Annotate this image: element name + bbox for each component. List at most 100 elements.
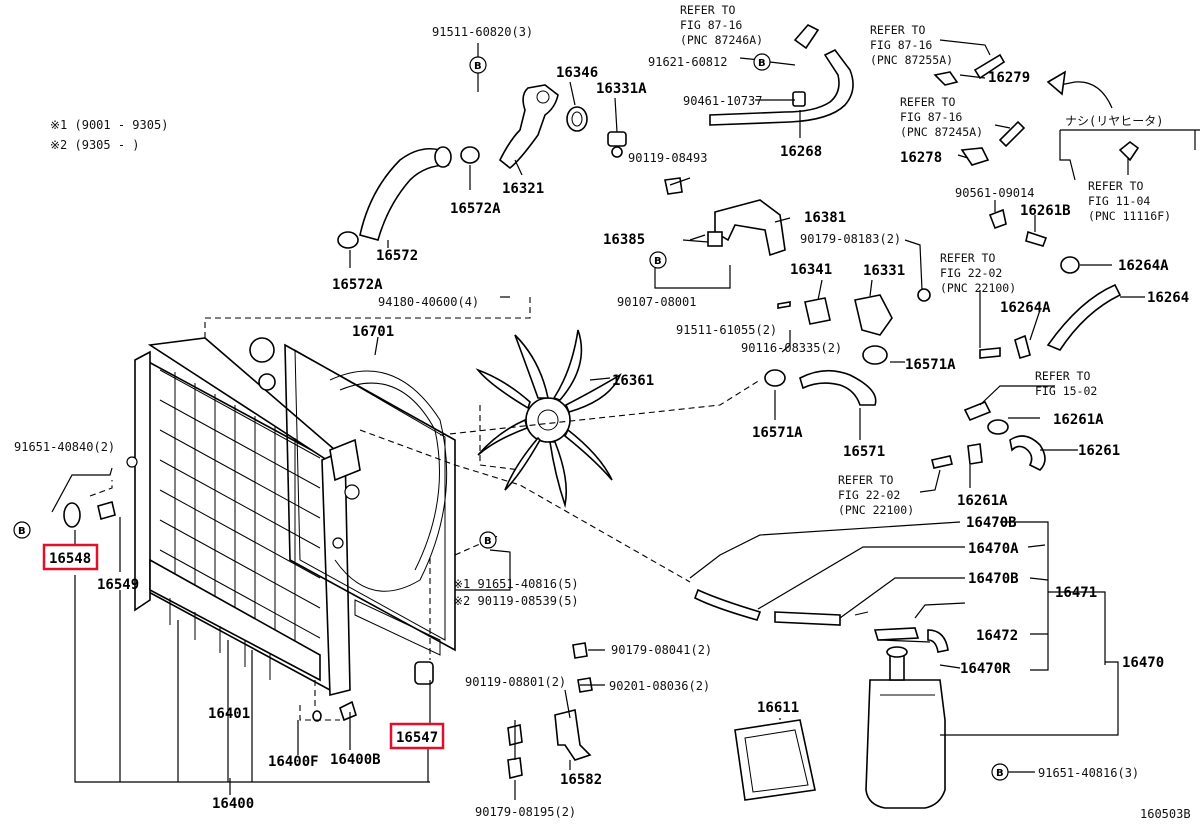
svg-text:REFER TO: REFER TO — [1088, 179, 1143, 193]
label-16279[interactable]: 16279 — [988, 70, 1030, 86]
label-16571A-left[interactable]: 16571A — [752, 425, 803, 441]
water-inlet-hoses[interactable] — [764, 288, 931, 406]
label-16264[interactable]: 16264 — [1147, 290, 1189, 306]
label-16331[interactable]: 16331 — [863, 263, 905, 279]
label-16470[interactable]: 16470 — [1122, 655, 1164, 671]
label-90179-08041[interactable]: 90179-08041(2) — [611, 643, 712, 657]
refer-22100-lower: REFER TO FIG 22-02 (PNC 22100) — [838, 473, 914, 517]
svg-text:(PNC 87246A): (PNC 87246A) — [680, 33, 763, 47]
cooling-fan[interactable] — [475, 329, 622, 509]
radiator-assembly[interactable] — [126, 337, 361, 697]
label-16321[interactable]: 16321 — [502, 181, 544, 197]
label-16470A[interactable]: 16470A — [968, 541, 1019, 557]
svg-text:REFER TO: REFER TO — [838, 473, 893, 487]
label-91651-40816-5[interactable]: ※1 91651-40816(5) — [453, 577, 579, 591]
label-16572A-bottom[interactable]: 16572A — [332, 277, 383, 293]
bracket-16582[interactable] — [507, 709, 592, 779]
label-16361[interactable]: 16361 — [612, 373, 654, 389]
highlight-16547[interactable]: 16547 — [389, 722, 445, 750]
assembly-dashed-lines — [89, 295, 761, 721]
label-90107-08001[interactable]: 90107-08001 — [617, 295, 696, 309]
label-16572A-top[interactable]: 16572A — [450, 201, 501, 217]
label-16548[interactable]: 16548 — [49, 551, 91, 567]
cushion-16547[interactable] — [414, 661, 434, 685]
heater-hose-16264[interactable] — [979, 256, 1122, 360]
label-16261B[interactable]: 16261B — [1020, 203, 1071, 219]
bracket-16381[interactable] — [664, 177, 786, 257]
label-16278[interactable]: 16278 — [900, 150, 942, 166]
shroud-seal-16611[interactable] — [734, 719, 816, 801]
svg-text:REFER TO: REFER TO — [940, 251, 995, 265]
label-91651-40816-3[interactable]: 91651-40816(3) — [1038, 766, 1139, 780]
label-16572[interactable]: 16572 — [376, 248, 418, 264]
heater-hose-16261[interactable] — [931, 400, 1046, 471]
label-16400[interactable]: 16400 — [212, 796, 254, 812]
label-91651-40840[interactable]: 91651-40840(2) — [14, 440, 115, 454]
fan-shroud[interactable] — [284, 343, 456, 656]
label-16470B-bottom[interactable]: 16470B — [968, 571, 1019, 587]
label-16549[interactable]: 16549 — [97, 577, 139, 593]
svg-text:(PNC 11116F): (PNC 11116F) — [1088, 209, 1171, 223]
label-90179-08195[interactable]: 90179-08195(2) — [475, 805, 576, 819]
label-16381[interactable]: 16381 — [804, 210, 846, 226]
label-16471[interactable]: 16471 — [1055, 585, 1097, 601]
drain-plug-16400B[interactable] — [312, 700, 357, 722]
label-90119-08493[interactable]: 90119-08493 — [628, 151, 707, 165]
label-91511-61055[interactable]: 91511-61055(2) — [676, 323, 777, 337]
label-16331A[interactable]: 16331A — [596, 81, 647, 97]
label-94180-40600[interactable]: 94180-40600(4) — [378, 295, 479, 309]
label-16472[interactable]: 16472 — [976, 628, 1018, 644]
cushion-16548[interactable] — [63, 500, 116, 528]
water-outlet[interactable] — [498, 84, 627, 170]
label-16470R[interactable]: 16470R — [960, 661, 1011, 677]
label-16264A-bottom[interactable]: 16264A — [1000, 300, 1051, 316]
highlight-16548[interactable]: 16548 — [42, 543, 99, 571]
label-16261A-top[interactable]: 16261A — [1053, 412, 1104, 428]
label-90116-08335[interactable]: 90116-08335(2) — [741, 341, 842, 355]
label-90119-08801[interactable]: 90119-08801(2) — [465, 675, 566, 689]
label-91621-60812[interactable]: 91621-60812 — [648, 55, 727, 69]
label-16400B[interactable]: 16400B — [330, 752, 381, 768]
arrow-icon — [1046, 70, 1113, 109]
svg-text:(PNC 87245A): (PNC 87245A) — [900, 125, 983, 139]
svg-text:FIG 22-02: FIG 22-02 — [838, 488, 900, 502]
label-16346[interactable]: 16346 — [556, 65, 598, 81]
svg-text:(PNC 22100): (PNC 22100) — [940, 281, 1016, 295]
label-90119-08539[interactable]: ※2 90119-08539(5) — [453, 594, 579, 608]
heater-fittings[interactable] — [933, 53, 1140, 247]
heater-pipe-16268[interactable] — [709, 24, 854, 126]
upper-radiator-hose[interactable] — [337, 146, 480, 249]
svg-text:FIG 11-04: FIG 11-04 — [1088, 194, 1150, 208]
svg-text:B: B — [758, 58, 766, 69]
label-16571[interactable]: 16571 — [843, 444, 885, 460]
reserve-tank[interactable] — [865, 646, 946, 809]
label-16701[interactable]: 16701 — [352, 324, 394, 340]
leader-lines — [51, 39, 1200, 800]
overflow-hoses[interactable] — [693, 588, 949, 653]
refer-15-02: REFER TO FIG 15-02 — [1035, 369, 1097, 398]
label-16547[interactable]: 16547 — [396, 730, 438, 746]
label-16582[interactable]: 16582 — [560, 772, 602, 788]
label-90461-10737[interactable]: 90461-10737 — [683, 94, 762, 108]
label-16400F[interactable]: 16400F — [268, 754, 319, 770]
label-90201-08036[interactable]: 90201-08036(2) — [609, 679, 710, 693]
svg-text:(PNC 22100): (PNC 22100) — [838, 503, 914, 517]
label-90561-09014[interactable]: 90561-09014 — [955, 186, 1034, 200]
label-16401[interactable]: 16401 — [208, 706, 250, 722]
label-16470B-top[interactable]: 16470B — [966, 515, 1017, 531]
legend-note-1: ※1 (9001 - 9305) — [50, 118, 168, 132]
label-16264A-top[interactable]: 16264A — [1118, 258, 1169, 274]
label-16611[interactable]: 16611 — [757, 700, 799, 716]
label-90179-08183[interactable]: 90179-08183(2) — [800, 232, 901, 246]
label-16571A-right[interactable]: 16571A — [905, 357, 956, 373]
label-91511-60820[interactable]: 91511-60820(3) — [432, 25, 533, 39]
label-16261[interactable]: 16261 — [1078, 443, 1120, 459]
label-16385[interactable]: 16385 — [603, 232, 645, 248]
refer-22100-upper: REFER TO FIG 22-02 (PNC 22100) — [940, 251, 1016, 295]
svg-text:FIG 87-16: FIG 87-16 — [870, 38, 932, 52]
label-16261A-bottom[interactable]: 16261A — [957, 493, 1008, 509]
label-16341[interactable]: 16341 — [790, 262, 832, 278]
svg-text:(PNC 87255A): (PNC 87255A) — [870, 53, 953, 67]
label-16268[interactable]: 16268 — [780, 144, 822, 160]
svg-text:B: B — [996, 768, 1004, 779]
